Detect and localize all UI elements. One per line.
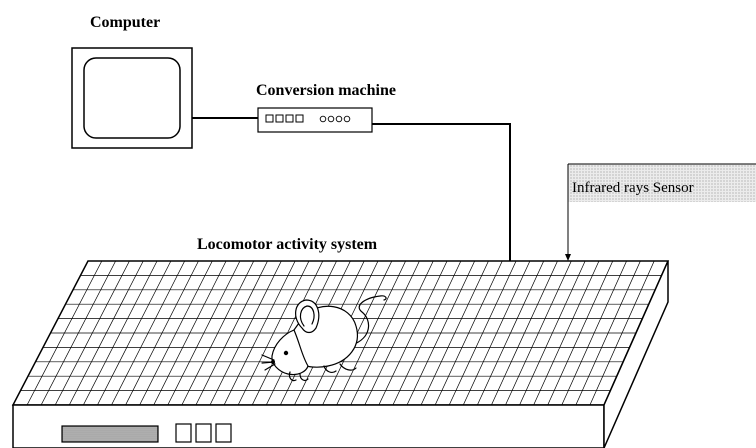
- platform-button-3: [215, 423, 232, 443]
- sensor-arrow: [565, 202, 571, 261]
- platform-button-2: [195, 423, 212, 443]
- platform-display: [61, 425, 159, 443]
- sensor-label: Infrared rays Sensor: [572, 180, 694, 196]
- platform-cable: [372, 123, 511, 262]
- computer-label: Computer: [90, 14, 160, 31]
- computer-monitor-icon: [71, 47, 193, 149]
- mouse-icon: [261, 295, 387, 382]
- conversion-machine-label: Conversion machine: [256, 82, 396, 99]
- conversion-machine-icon: [257, 107, 373, 133]
- platform-button-1: [175, 423, 192, 443]
- sensor-callout: Infrared rays Sensor: [567, 163, 756, 202]
- locomotor-system-label: Locomotor activity system: [197, 236, 378, 253]
